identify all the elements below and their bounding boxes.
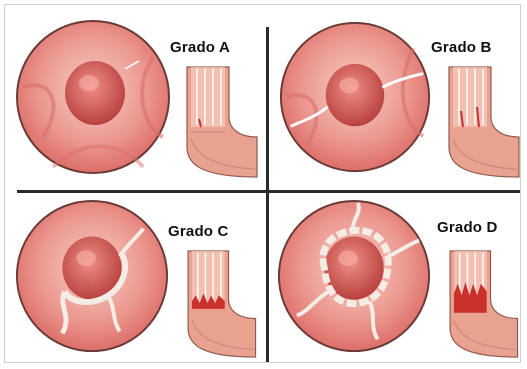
endoscopic-view-a <box>13 17 173 177</box>
grade-d-label: Grado D <box>437 219 498 236</box>
endoscopic-view-b <box>277 19 433 175</box>
esophagus-diagram-b <box>439 67 519 179</box>
panel-grade-b: Grado B <box>267 5 522 189</box>
endoscopic-view-c <box>13 197 171 355</box>
grade-c-label: Grado C <box>168 223 229 240</box>
esophagus-diagram-c <box>177 251 257 359</box>
grade-a-label: Grado A <box>170 39 230 56</box>
grade-b-label: Grado B <box>431 39 492 56</box>
panel-grade-a: Grado A <box>5 5 265 189</box>
panel-grade-d: Grado D <box>267 193 522 363</box>
figure-frame: Grado A <box>4 4 521 363</box>
endoscopic-view-d <box>275 197 433 355</box>
esophagus-diagram-d <box>439 251 519 359</box>
panel-grade-c: Grado C <box>5 193 265 363</box>
esophagus-diagram-a <box>177 67 257 179</box>
